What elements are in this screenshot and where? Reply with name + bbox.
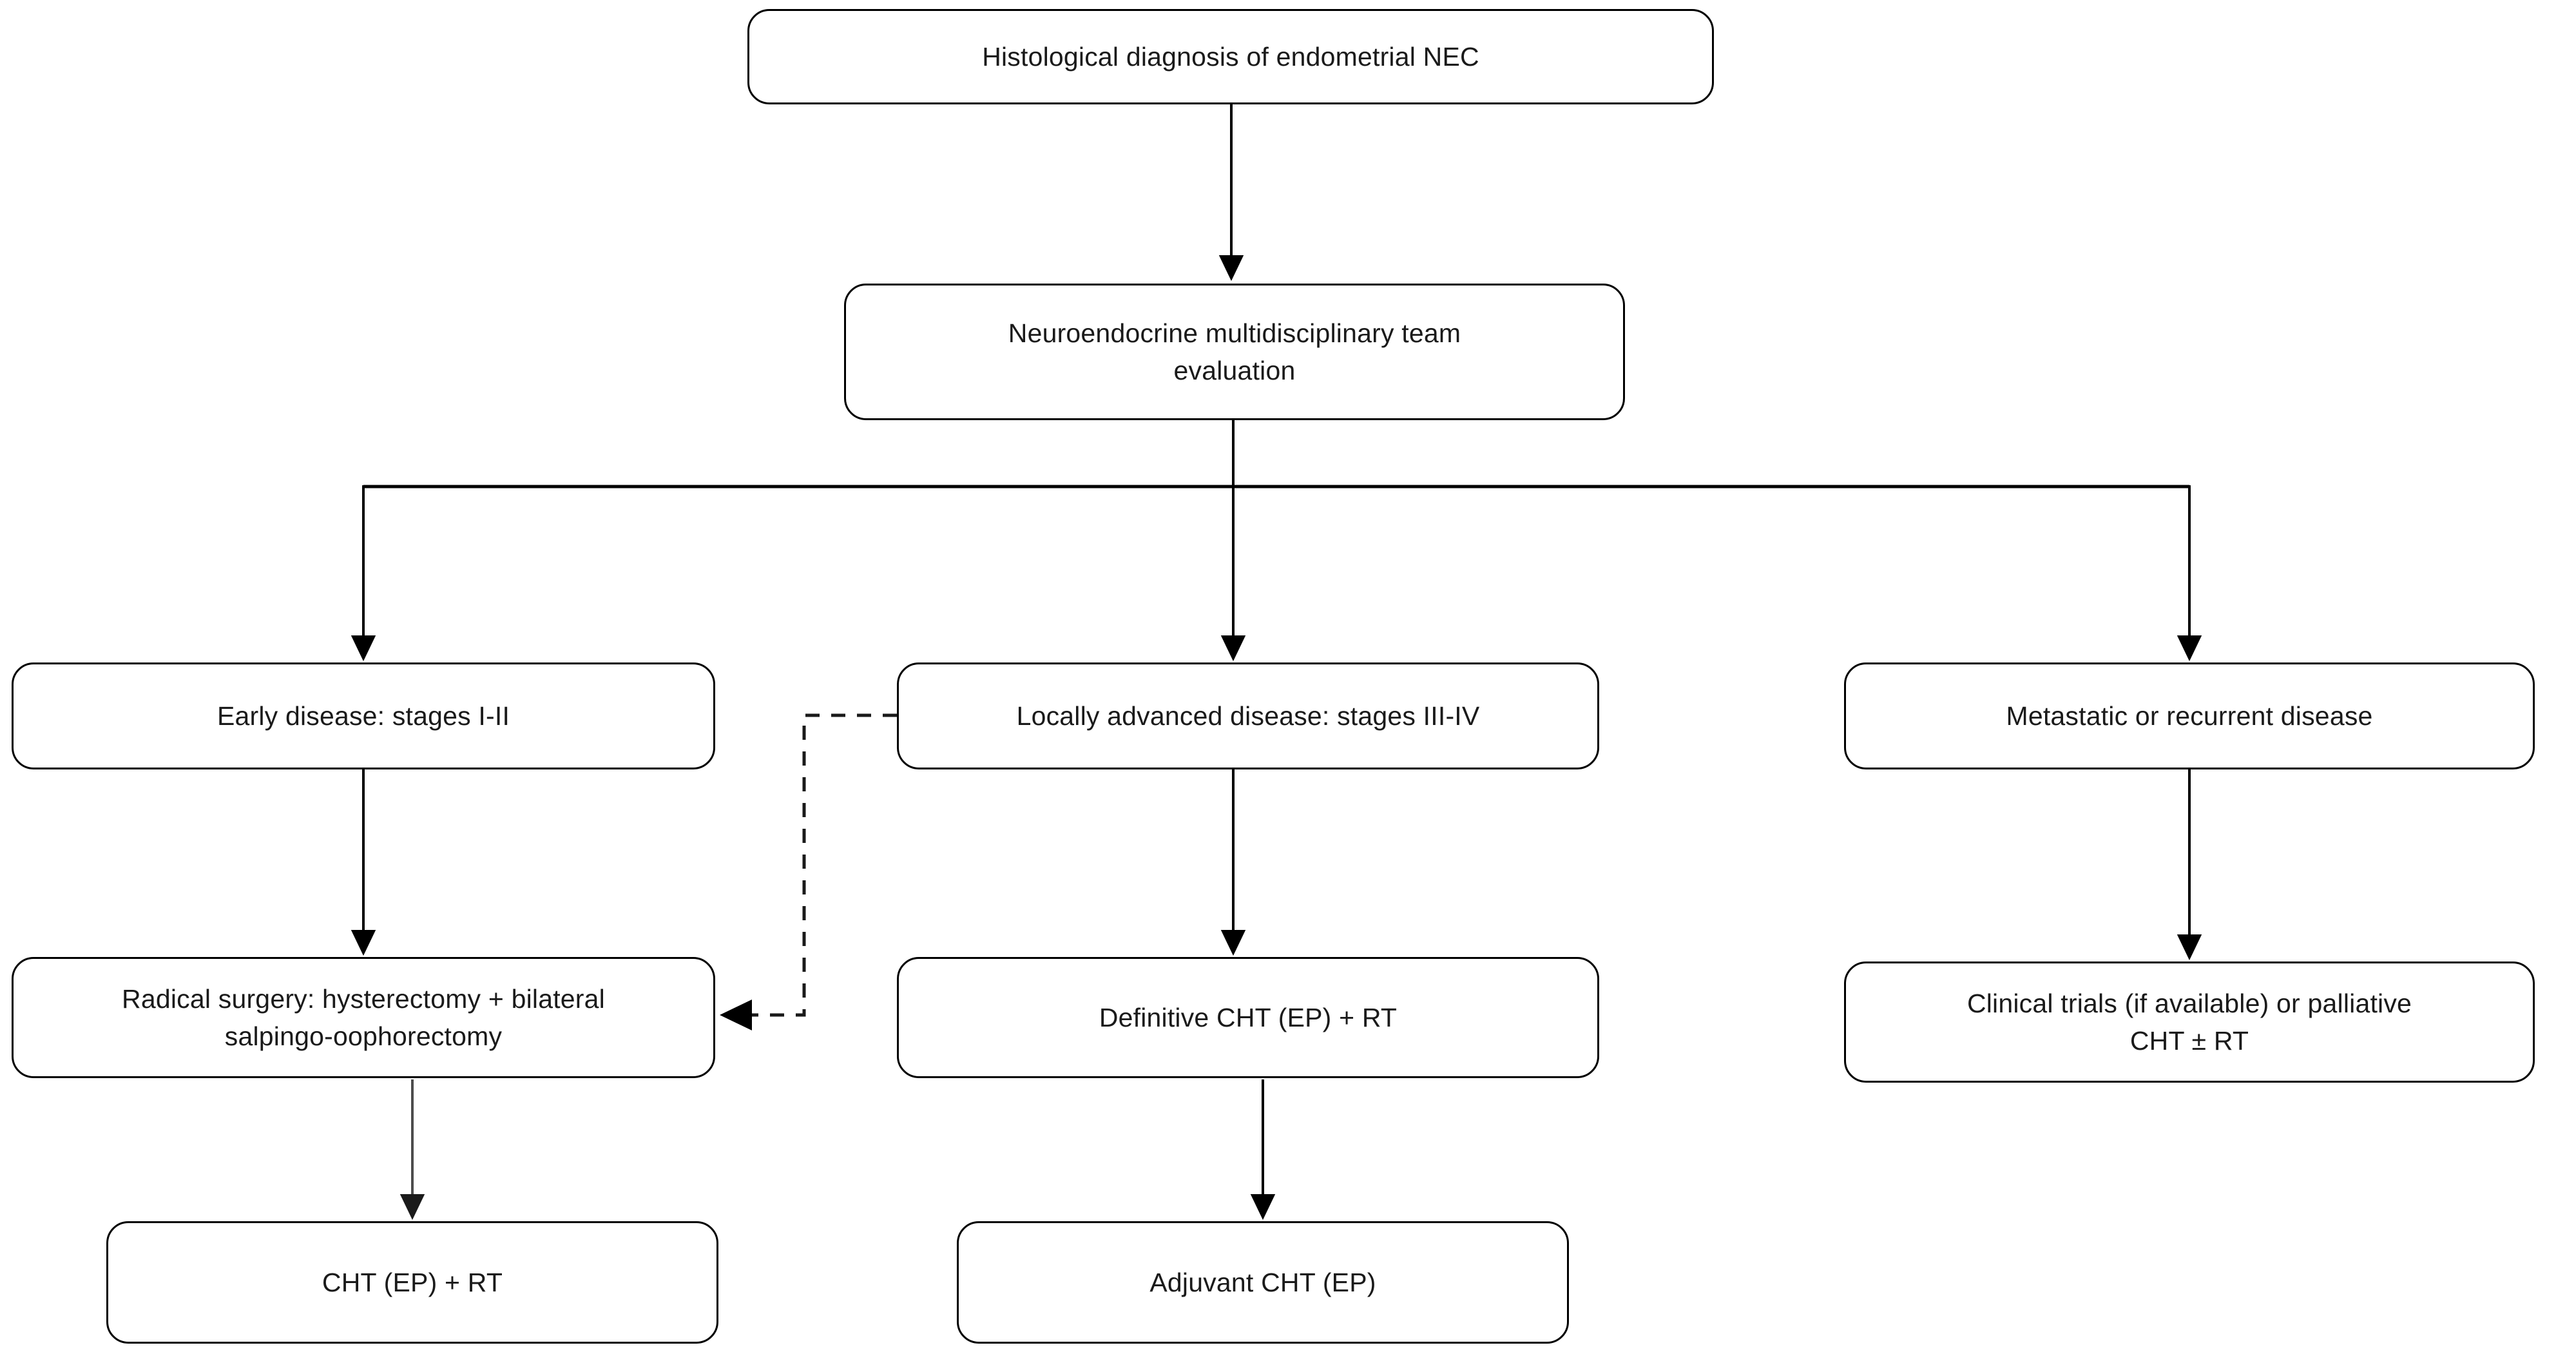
node-metastatic-disease-label: Metastatic or recurrent disease bbox=[2006, 700, 2373, 731]
node-clinical-trials-label: Clinical trials (if available) or pallia… bbox=[1966, 988, 2412, 1056]
node-definitive-cht-rt[interactable]: Definitive CHT (EP) + RT bbox=[897, 957, 1599, 1078]
node-diagnosis-label: Histological diagnosis of endometrial NE… bbox=[982, 41, 1479, 72]
node-cht-ep-rt[interactable]: CHT (EP) + RT bbox=[106, 1221, 718, 1344]
node-mdt-label: Neuroendocrine multidisciplinary team ev… bbox=[1008, 318, 1461, 385]
node-definitive-cht-rt-label: Definitive CHT (EP) + RT bbox=[1099, 1002, 1398, 1032]
node-early-disease-label: Early disease: stages I-II bbox=[216, 700, 510, 731]
edge-locally-advanced-to-radical-surgery bbox=[720, 713, 897, 1030]
node-adjuvant-cht[interactable]: Adjuvant CHT (EP) bbox=[957, 1221, 1569, 1344]
node-diagnosis[interactable]: Histological diagnosis of endometrial NE… bbox=[747, 9, 1714, 104]
node-early-disease[interactable]: Early disease: stages I-II bbox=[12, 662, 715, 769]
node-cht-ep-rt-label: CHT (EP) + RT bbox=[322, 1267, 503, 1297]
node-mdt[interactable]: Neuroendocrine multidisciplinary team ev… bbox=[844, 284, 1625, 420]
node-adjuvant-cht-label: Adjuvant CHT (EP) bbox=[1149, 1267, 1376, 1297]
node-locally-advanced-disease[interactable]: Locally advanced disease: stages III-IV bbox=[897, 662, 1599, 769]
node-metastatic-disease[interactable]: Metastatic or recurrent disease bbox=[1844, 662, 2535, 769]
node-radical-surgery-label: Radical surgery: hysterectomy + bilatera… bbox=[122, 983, 605, 1051]
node-locally-advanced-disease-label: Locally advanced disease: stages III-IV bbox=[1016, 700, 1480, 731]
node-clinical-trials[interactable]: Clinical trials (if available) or pallia… bbox=[1844, 961, 2535, 1083]
node-radical-surgery[interactable]: Radical surgery: hysterectomy + bilatera… bbox=[12, 957, 715, 1078]
